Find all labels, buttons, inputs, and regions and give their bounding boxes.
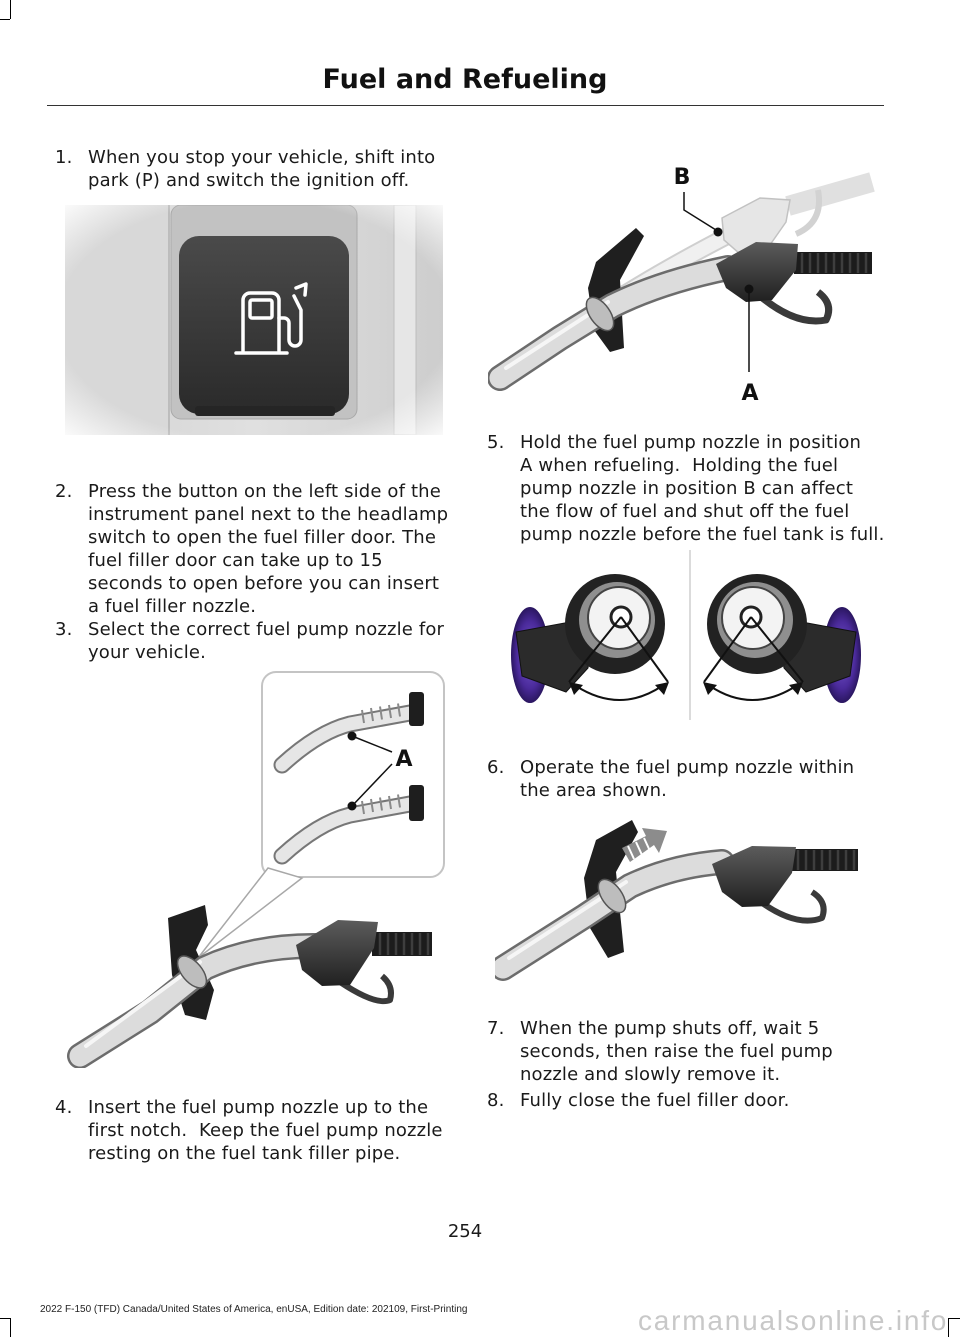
nozzle-position-a <box>488 242 872 391</box>
step-2: 2. Press the button on the left side of … <box>55 480 448 618</box>
watermark: carmanualsonline.info <box>638 1305 949 1336</box>
callout-a-leaders <box>351 735 393 807</box>
nozzle-spout-detail-upper <box>273 692 424 774</box>
fuel-pump-nozzle <box>495 846 858 981</box>
step-text-line: Select the correct fuel pump nozzle for <box>88 619 445 640</box>
crop-mark-top-left-horizontal <box>0 19 10 20</box>
step-text-line: resting on the fuel tank filler pipe. <box>88 1143 401 1164</box>
crop-mark-top-left-vertical <box>10 0 11 19</box>
callout-label-a: A <box>741 381 758 406</box>
crop-mark-bottom-right-horizontal <box>948 1318 960 1319</box>
step-number: 6. <box>487 757 505 778</box>
step-4: 4. Insert the fuel pump nozzle up to the… <box>55 1096 443 1165</box>
step-number: 2. <box>55 481 73 502</box>
step-text: Insert the fuel pump nozzle up to the fi… <box>88 1096 443 1165</box>
detail-zoom-cone <box>197 867 304 959</box>
step-number: 7. <box>487 1018 505 1039</box>
fuel-pump-nozzle <box>67 920 432 1068</box>
step-text-line: a fuel filler nozzle. <box>88 596 257 617</box>
step-text-line: When you stop your vehicle, shift into <box>88 147 436 168</box>
step-text: Operate the fuel pump nozzle within the … <box>520 756 854 802</box>
callout-b-leader <box>683 192 717 231</box>
step-6: 6. Operate the fuel pump nozzle within t… <box>487 756 854 802</box>
step-text-line: Fully close the fuel filler door. <box>520 1090 790 1111</box>
step-text-line: park (P) and switch the ignition off. <box>88 170 410 191</box>
step-text-line: Press the button on the left side of the <box>88 481 441 502</box>
fuel-door-button-figure <box>65 205 443 435</box>
callout-dot <box>744 284 754 294</box>
crop-mark-bottom-left-horizontal <box>0 1318 10 1319</box>
figure-vignette <box>65 205 443 435</box>
step-text-line: switch to open the fuel filler door. The <box>88 527 437 548</box>
filler-view-left <box>511 574 669 703</box>
step-number: 4. <box>55 1097 73 1118</box>
movement-direction-arrow-icon <box>622 828 667 862</box>
footer-edition-line: 2022 F-150 (TFD) Canada/United States of… <box>40 1304 468 1315</box>
step-number: 5. <box>487 432 505 453</box>
callout-label-a: A <box>395 747 412 772</box>
step-text: When you stop your vehicle, shift into p… <box>88 146 435 192</box>
step-text-line: instrument panel next to the headlamp <box>88 504 449 525</box>
step-text-line: first notch. Keep the fuel pump nozzle <box>88 1120 443 1141</box>
filler-view-right <box>701 572 863 705</box>
callout-dot <box>713 227 723 237</box>
step-text-line: seconds, then raise the fuel pump <box>520 1041 833 1062</box>
step-text-line: Insert the fuel pump nozzle up to the <box>88 1097 429 1118</box>
page-number: 254 <box>447 1221 483 1242</box>
callout-dot <box>347 731 357 741</box>
step-text-line: pump nozzle in position B can affect <box>520 478 854 499</box>
step-text-line: When the pump shuts off, wait 5 <box>520 1018 820 1039</box>
step-text-line: seconds to open before you can insert <box>88 573 440 594</box>
step-text-line: A when refueling. Holding the fuel <box>520 455 839 476</box>
crop-mark-bottom-left-vertical <box>10 1318 11 1337</box>
step-text: When the pump shuts off, wait 5 seconds,… <box>520 1017 833 1086</box>
crop-mark-bottom-right-vertical <box>948 1318 949 1337</box>
step-3: 3. Select the correct fuel pump nozzle f… <box>55 618 444 664</box>
step-1: 1. When you stop your vehicle, shift int… <box>55 146 435 192</box>
step-text: Hold the fuel pump nozzle in position A … <box>520 431 884 546</box>
callout-dot <box>347 801 357 811</box>
step-number: 8. <box>487 1090 505 1111</box>
step-text-line: fuel filler door can take up to 15 <box>88 550 383 571</box>
nozzle-operating-area-figure <box>495 820 858 981</box>
step-text: Select the correct fuel pump nozzle for … <box>88 618 444 664</box>
callout-label-b: B <box>674 165 691 190</box>
nozzle-spout-detail-lower <box>273 785 424 865</box>
step-number: 1. <box>55 147 73 168</box>
step-number: 3. <box>55 619 73 640</box>
step-8: 8. Fully close the fuel filler door. <box>487 1089 789 1112</box>
nozzle-position-figure: B A <box>488 165 875 406</box>
step-7: 7. When the pump shuts off, wait 5 secon… <box>487 1017 833 1086</box>
filler-neck-rotation-figure <box>511 550 863 720</box>
step-text-line: pump nozzle before the fuel tank is full… <box>520 524 885 545</box>
step-text-line: your vehicle. <box>88 642 206 663</box>
title-divider <box>47 105 884 106</box>
step-text-line: nozzle and slowly remove it. <box>520 1064 781 1085</box>
step-text-line: the flow of fuel and shut off the fuel <box>520 501 850 522</box>
step-text: Press the button on the left side of the… <box>88 480 448 618</box>
step-text-line: the area shown. <box>520 780 668 801</box>
nozzle-selection-figure: A <box>67 671 445 1068</box>
step-text-line: Hold the fuel pump nozzle in position <box>520 432 862 453</box>
step-5: 5. Hold the fuel pump nozzle in position… <box>487 431 884 546</box>
step-text-line: Operate the fuel pump nozzle within <box>520 757 855 778</box>
page-title: Fuel and Refueling <box>322 64 608 95</box>
step-text: Fully close the fuel filler door. <box>520 1089 789 1112</box>
